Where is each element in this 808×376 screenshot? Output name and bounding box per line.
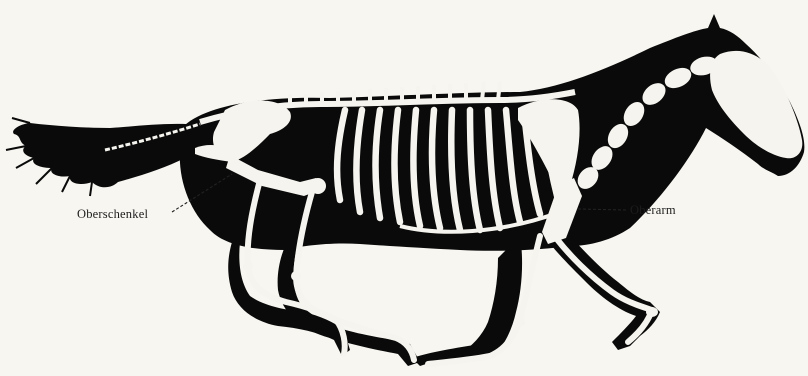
horse-silhouette [6, 14, 804, 366]
label-thigh: Oberschenkel [77, 207, 148, 222]
label-upper-arm: Oberarm [630, 203, 676, 218]
skull [710, 51, 802, 158]
